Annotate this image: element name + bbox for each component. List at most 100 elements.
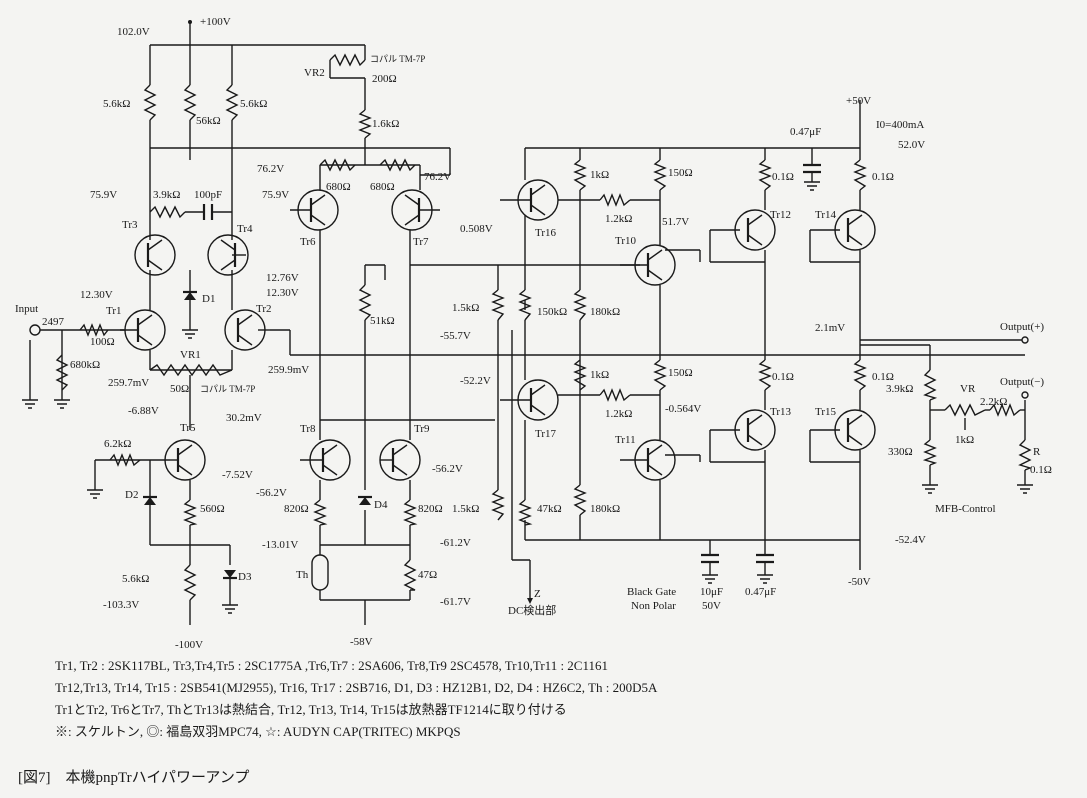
label-v-6-88: -6.88V bbox=[128, 405, 159, 417]
label-th: Th bbox=[296, 569, 309, 581]
label-v-0564: -0.564V bbox=[665, 403, 701, 415]
label-r-6k2: 6.2kΩ bbox=[104, 438, 131, 450]
label-r-01e: 0.1Ω bbox=[1030, 464, 1052, 476]
label-d3: D3 bbox=[238, 571, 252, 583]
label-out-minus: Output(−) bbox=[1000, 376, 1044, 388]
label-r-1k5b: 1.5kΩ bbox=[452, 503, 479, 515]
label-tr13: Tr13 bbox=[770, 406, 791, 418]
label-d1: D1 bbox=[202, 293, 215, 305]
label-np: Non Polar bbox=[631, 600, 676, 612]
label-v-7-52: -7.52V bbox=[222, 469, 253, 481]
label-c-047a: 0.47μF bbox=[790, 126, 821, 138]
label-r-2k2: 2.2kΩ bbox=[980, 396, 1007, 408]
label-r-01b: 0.1Ω bbox=[872, 171, 894, 183]
label-c-100p: 100pF bbox=[194, 189, 222, 201]
label-tr12: Tr12 bbox=[770, 209, 791, 221]
label-v-plus100: +100V bbox=[200, 16, 231, 28]
label-d4: D4 bbox=[374, 499, 388, 511]
label-v-61-7: -61.7V bbox=[440, 596, 471, 608]
label-r-3k9b: 3.9kΩ bbox=[886, 383, 913, 395]
label-r-47k: 47kΩ bbox=[537, 503, 562, 515]
label-v-103-3: -103.3V bbox=[103, 599, 139, 611]
label-r-1k2b: 1.2kΩ bbox=[605, 408, 632, 420]
grounds bbox=[22, 181, 1033, 614]
label-v-55-7: -55.7V bbox=[440, 330, 471, 342]
label-r-3k9: 3.9kΩ bbox=[153, 189, 180, 201]
label-v-76-2b: 76.2V bbox=[424, 171, 451, 183]
label-v-52-2: -52.2V bbox=[460, 375, 491, 387]
label-tr7: Tr7 bbox=[413, 236, 429, 248]
label-v-plus50: +50V bbox=[846, 95, 871, 107]
label-r-47: 47Ω bbox=[418, 569, 437, 581]
terminals bbox=[29, 20, 1029, 604]
label-mfb: MFB-Control bbox=[935, 503, 996, 515]
note-line-2: Tr12,Tr13, Tr14, Tr15 : 2SB541(MJ2955), … bbox=[55, 680, 658, 695]
label-v-52-4: -52.4V bbox=[895, 534, 926, 546]
label-tr17: Tr17 bbox=[535, 428, 556, 440]
label-tr3: Tr3 bbox=[122, 219, 138, 231]
label-r-680k: 680kΩ bbox=[70, 359, 100, 371]
label-r-200: 200Ω bbox=[372, 73, 397, 85]
label-r-150ka: 150kΩ bbox=[537, 306, 567, 318]
label-v-75-9a: 75.9V bbox=[90, 189, 117, 201]
label-v-30-2: 30.2mV bbox=[226, 412, 262, 424]
label-r-180ka: 180kΩ bbox=[590, 306, 620, 318]
label-tr4: Tr4 bbox=[237, 223, 253, 235]
label-v-12-76: 12.76V bbox=[266, 272, 299, 284]
label-vr2-type: コパル TM-7P bbox=[370, 54, 425, 64]
label-r-100: 100Ω bbox=[90, 336, 115, 348]
label-tr5: Tr5 bbox=[180, 422, 196, 434]
label-dc-det: DC検出部 bbox=[508, 603, 556, 617]
label-v-minus50: -50V bbox=[848, 576, 871, 588]
label-v-102: 102.0V bbox=[117, 26, 150, 38]
resistors bbox=[55, 53, 1033, 601]
label-r-R: R bbox=[1033, 446, 1041, 458]
label-r-1k6: 1.6kΩ bbox=[372, 118, 399, 130]
label-r-56k-b: 56kΩ bbox=[196, 115, 221, 127]
label-r-820a: 820Ω bbox=[284, 503, 309, 515]
label-tr6: Tr6 bbox=[300, 236, 316, 248]
label-v-259-9: 259.9mV bbox=[268, 364, 309, 376]
label-vr1: VR1 bbox=[180, 349, 201, 361]
label-tr14: Tr14 bbox=[815, 209, 836, 221]
parts-notes: Tr1, Tr2 : 2SK117BL, Tr3,Tr4,Tr5 : 2SC17… bbox=[55, 658, 658, 739]
label-c-047b: 0.47μF bbox=[745, 586, 776, 598]
label-r-680b: 680Ω bbox=[370, 181, 395, 193]
label-r-51k: 51kΩ bbox=[370, 315, 395, 327]
label-r-1kc: 1kΩ bbox=[955, 434, 974, 446]
label-out-plus: Output(+) bbox=[1000, 321, 1044, 333]
label-v-76-2a: 76.2V bbox=[257, 163, 284, 175]
note-line-4: ※: スケルトン, ◎: 福島双羽MPC74, ☆: AUDYN CAP(TRI… bbox=[55, 724, 461, 739]
label-input: Input bbox=[15, 303, 38, 315]
label-r-560: 560Ω bbox=[200, 503, 225, 515]
note-line-1: Tr1, Tr2 : 2SK117BL, Tr3,Tr4,Tr5 : 2SC17… bbox=[55, 658, 608, 673]
label-v-61-2: -61.2V bbox=[440, 537, 471, 549]
label-r-180kb: 180kΩ bbox=[590, 503, 620, 515]
diodes bbox=[143, 290, 372, 605]
label-v-75-9b: 75.9V bbox=[262, 189, 289, 201]
label-r-150b: 150Ω bbox=[668, 367, 693, 379]
label-r-56k-a: 5.6kΩ bbox=[103, 98, 130, 110]
wiring bbox=[40, 22, 1026, 625]
capacitors bbox=[185, 163, 821, 575]
label-vr: VR bbox=[960, 383, 976, 395]
label-r-5k6d: 5.6kΩ bbox=[122, 573, 149, 585]
label-v-56-2a: -56.2V bbox=[256, 487, 287, 499]
label-r-1ka: 1kΩ bbox=[590, 169, 609, 181]
transistors bbox=[120, 179, 876, 591]
label-tr8: Tr8 bbox=[300, 423, 316, 435]
label-v-minus58: -58V bbox=[350, 636, 373, 648]
label-v-52: 52.0V bbox=[898, 139, 925, 151]
label-v-2497: 2497 bbox=[42, 316, 65, 328]
label-v-2-1mv: 2.1mV bbox=[815, 322, 845, 334]
label-v-0508: 0.508V bbox=[460, 223, 493, 235]
label-tr1: Tr1 bbox=[106, 305, 122, 317]
component-labels: +100V 102.0V 5.6kΩ 56kΩ 5.6kΩ VR2 コパル TM… bbox=[15, 16, 1052, 651]
label-r-50: 50Ω bbox=[170, 383, 189, 395]
label-v-minus100: -100V bbox=[175, 639, 203, 651]
label-v-259-7: 259.7mV bbox=[108, 377, 149, 389]
label-i0: I0=400mA bbox=[876, 119, 924, 131]
label-tr11: Tr11 bbox=[615, 434, 636, 446]
